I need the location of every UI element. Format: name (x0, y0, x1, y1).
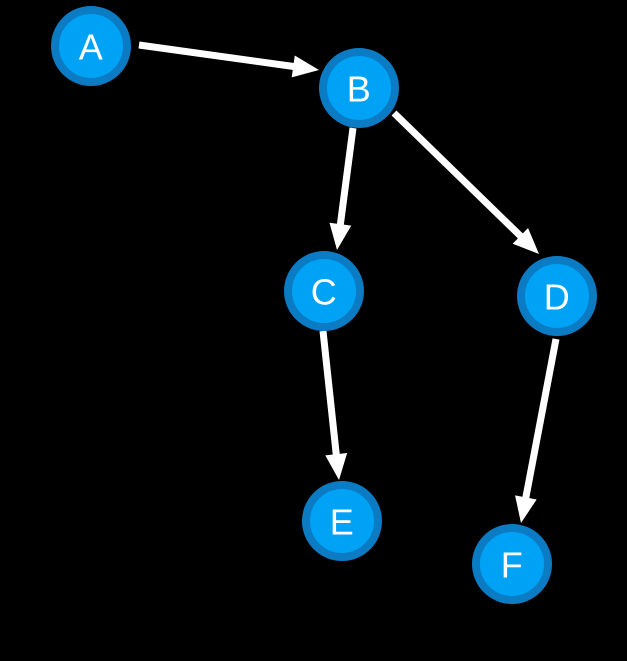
graph-edge[interactable]: B → D (391, 110, 539, 254)
edge-arrowhead-icon (325, 452, 348, 480)
node-label: C (311, 272, 338, 313)
node-label: F (501, 545, 524, 586)
edge-line (391, 110, 527, 242)
edge-line (336, 127, 357, 230)
nodes-layer: A B C D E F (51, 6, 597, 604)
node-label: A (79, 27, 104, 68)
graph-edge[interactable]: D → F (515, 338, 560, 523)
node-circle (51, 6, 131, 86)
node-label: E (330, 502, 355, 543)
graph-node-b[interactable]: B (319, 48, 399, 128)
graph-node-a[interactable]: A (51, 6, 131, 86)
graph-edge[interactable]: B → C (329, 127, 357, 250)
graph-edge[interactable]: A → B (138, 41, 319, 78)
node-circle (302, 481, 382, 561)
node-label: B (347, 69, 372, 110)
node-circle (284, 251, 364, 331)
edge-line (521, 338, 560, 504)
edge-arrowhead-icon (291, 55, 319, 78)
edge-arrowhead-icon (512, 227, 539, 254)
edges-layer: A → B B → C B → D C → E D → F (138, 41, 560, 523)
edge-line (319, 330, 341, 460)
edge-arrowhead-icon (515, 495, 537, 523)
node-circle (472, 524, 552, 604)
node-circle (319, 48, 399, 128)
node-circle (517, 256, 597, 336)
edge-line (138, 41, 299, 71)
edge-arrowhead-icon (329, 222, 352, 250)
graph-node-d[interactable]: D (517, 256, 597, 336)
graph-node-c[interactable]: C (284, 251, 364, 331)
node-label: D (544, 277, 571, 318)
graph-edge[interactable]: C → E (319, 330, 348, 480)
graph-node-e[interactable]: E (302, 481, 382, 561)
graph-node-f[interactable]: F (472, 524, 552, 604)
